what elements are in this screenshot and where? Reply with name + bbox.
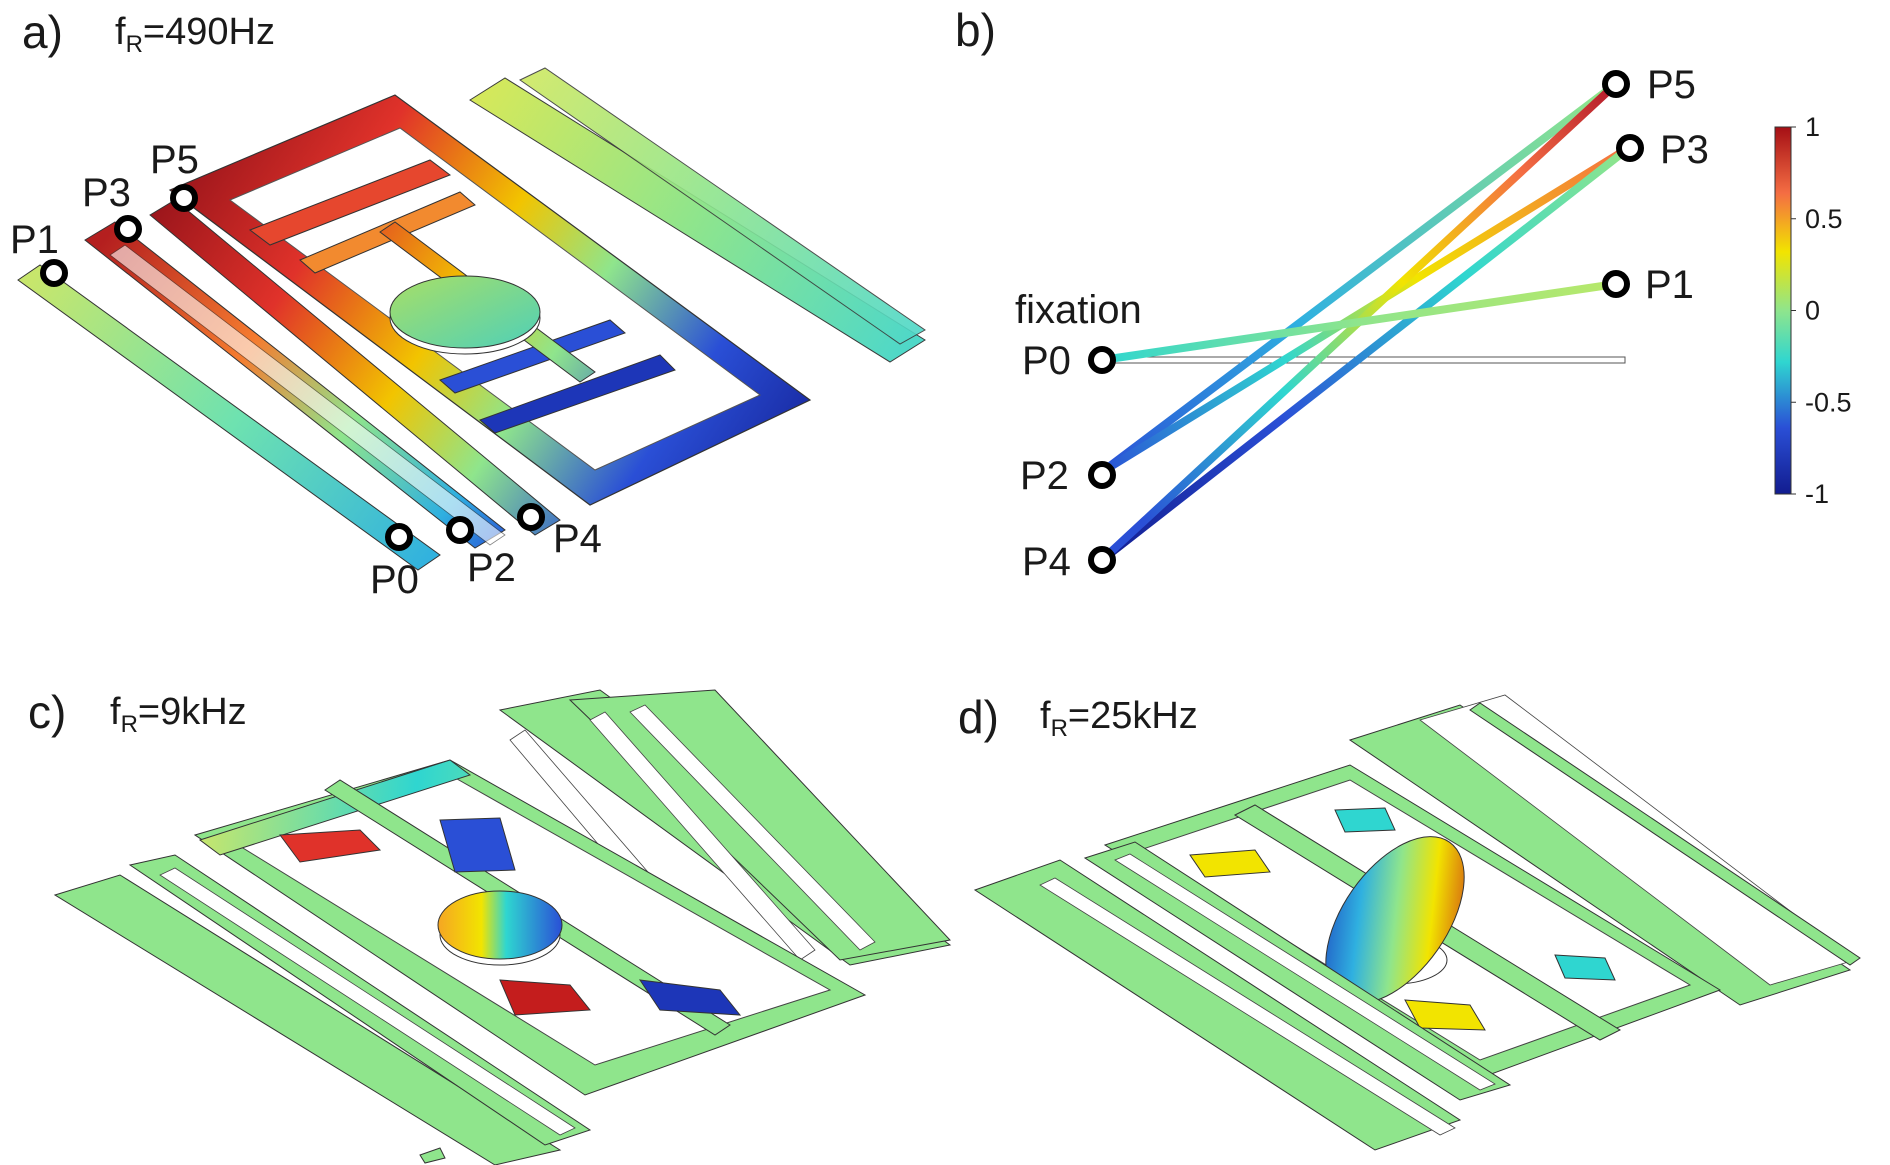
line-P4-P3 — [1098, 143, 1634, 564]
panel-c-letter: c) — [28, 686, 66, 738]
panel-b-markers — [1088, 70, 1644, 574]
colorbar-tick-label: -1 — [1805, 479, 1829, 509]
label-a-P0: P0 — [370, 558, 419, 602]
colorbar-tick-label: -0.5 — [1805, 387, 1852, 417]
colorbar-gradient — [1774, 126, 1792, 495]
panel-c-mems-device — [53, 689, 952, 1165]
label-b-P0: P0 — [1022, 339, 1071, 383]
panel-a: a) fR=490Hz — [10, 6, 926, 602]
colorbar-tick-label: 0.5 — [1805, 204, 1843, 234]
panel-a-mems-device — [17, 67, 926, 571]
colorbar-tick-label: 1 — [1805, 112, 1820, 142]
panel-b-letter: b) — [955, 4, 996, 56]
panel-a-frequency: fR=490Hz — [115, 11, 275, 58]
marker-a-P1 — [40, 259, 68, 287]
label-a-P3: P3 — [82, 171, 131, 215]
panel-c: c) fR=9kHz — [28, 686, 952, 1165]
marker-a-P3 — [114, 215, 142, 243]
marker-b-P5 — [1602, 70, 1630, 98]
line-P2-P3 — [1098, 143, 1634, 476]
panel-d-frequency: fR=25kHz — [1040, 695, 1198, 742]
marker-a-P2 — [446, 516, 474, 544]
line-P0-P1 — [1098, 280, 1620, 364]
panel-d: d) fR=25kHz — [958, 691, 1861, 1151]
marker-b-P2 — [1088, 461, 1116, 489]
line-P2-P5 — [1098, 80, 1620, 476]
panel-d-mems-device — [973, 694, 1861, 1151]
panel-d-letter: d) — [958, 691, 999, 743]
label-a-P5: P5 — [150, 138, 199, 182]
panel-a-letter: a) — [22, 6, 63, 58]
fixation-label: fixation — [1015, 288, 1142, 332]
panel-a-markers — [40, 184, 545, 551]
label-a-P1: P1 — [10, 218, 59, 262]
label-b-P1: P1 — [1645, 263, 1694, 307]
marker-b-P3 — [1616, 134, 1644, 162]
marker-a-P0 — [385, 523, 413, 551]
label-a-P4: P4 — [553, 517, 602, 561]
label-b-P2: P2 — [1020, 454, 1069, 498]
marker-a-P4 — [517, 503, 545, 531]
label-a-P2: P2 — [467, 546, 516, 590]
panel-b: b) fixation P0 P2 P4 P5 P3 P1 10. — [955, 4, 1852, 584]
colorbar: 1 0.5 0 -0.5 -1 — [1774, 112, 1852, 509]
marker-b-P0 — [1088, 346, 1116, 374]
label-b-P3: P3 — [1660, 128, 1709, 172]
marker-b-P1 — [1602, 270, 1630, 298]
colorbar-tick-label: 0 — [1805, 296, 1820, 326]
colorbar-ticks: 1 0.5 0 -0.5 -1 — [1791, 112, 1852, 509]
marker-a-P5 — [170, 184, 198, 212]
panel-c-frequency: fR=9kHz — [110, 691, 247, 738]
panel-b-deflection-lines — [1098, 80, 1634, 564]
marker-b-P4 — [1088, 546, 1116, 574]
label-b-P5: P5 — [1647, 63, 1696, 107]
label-b-P4: P4 — [1022, 540, 1071, 584]
